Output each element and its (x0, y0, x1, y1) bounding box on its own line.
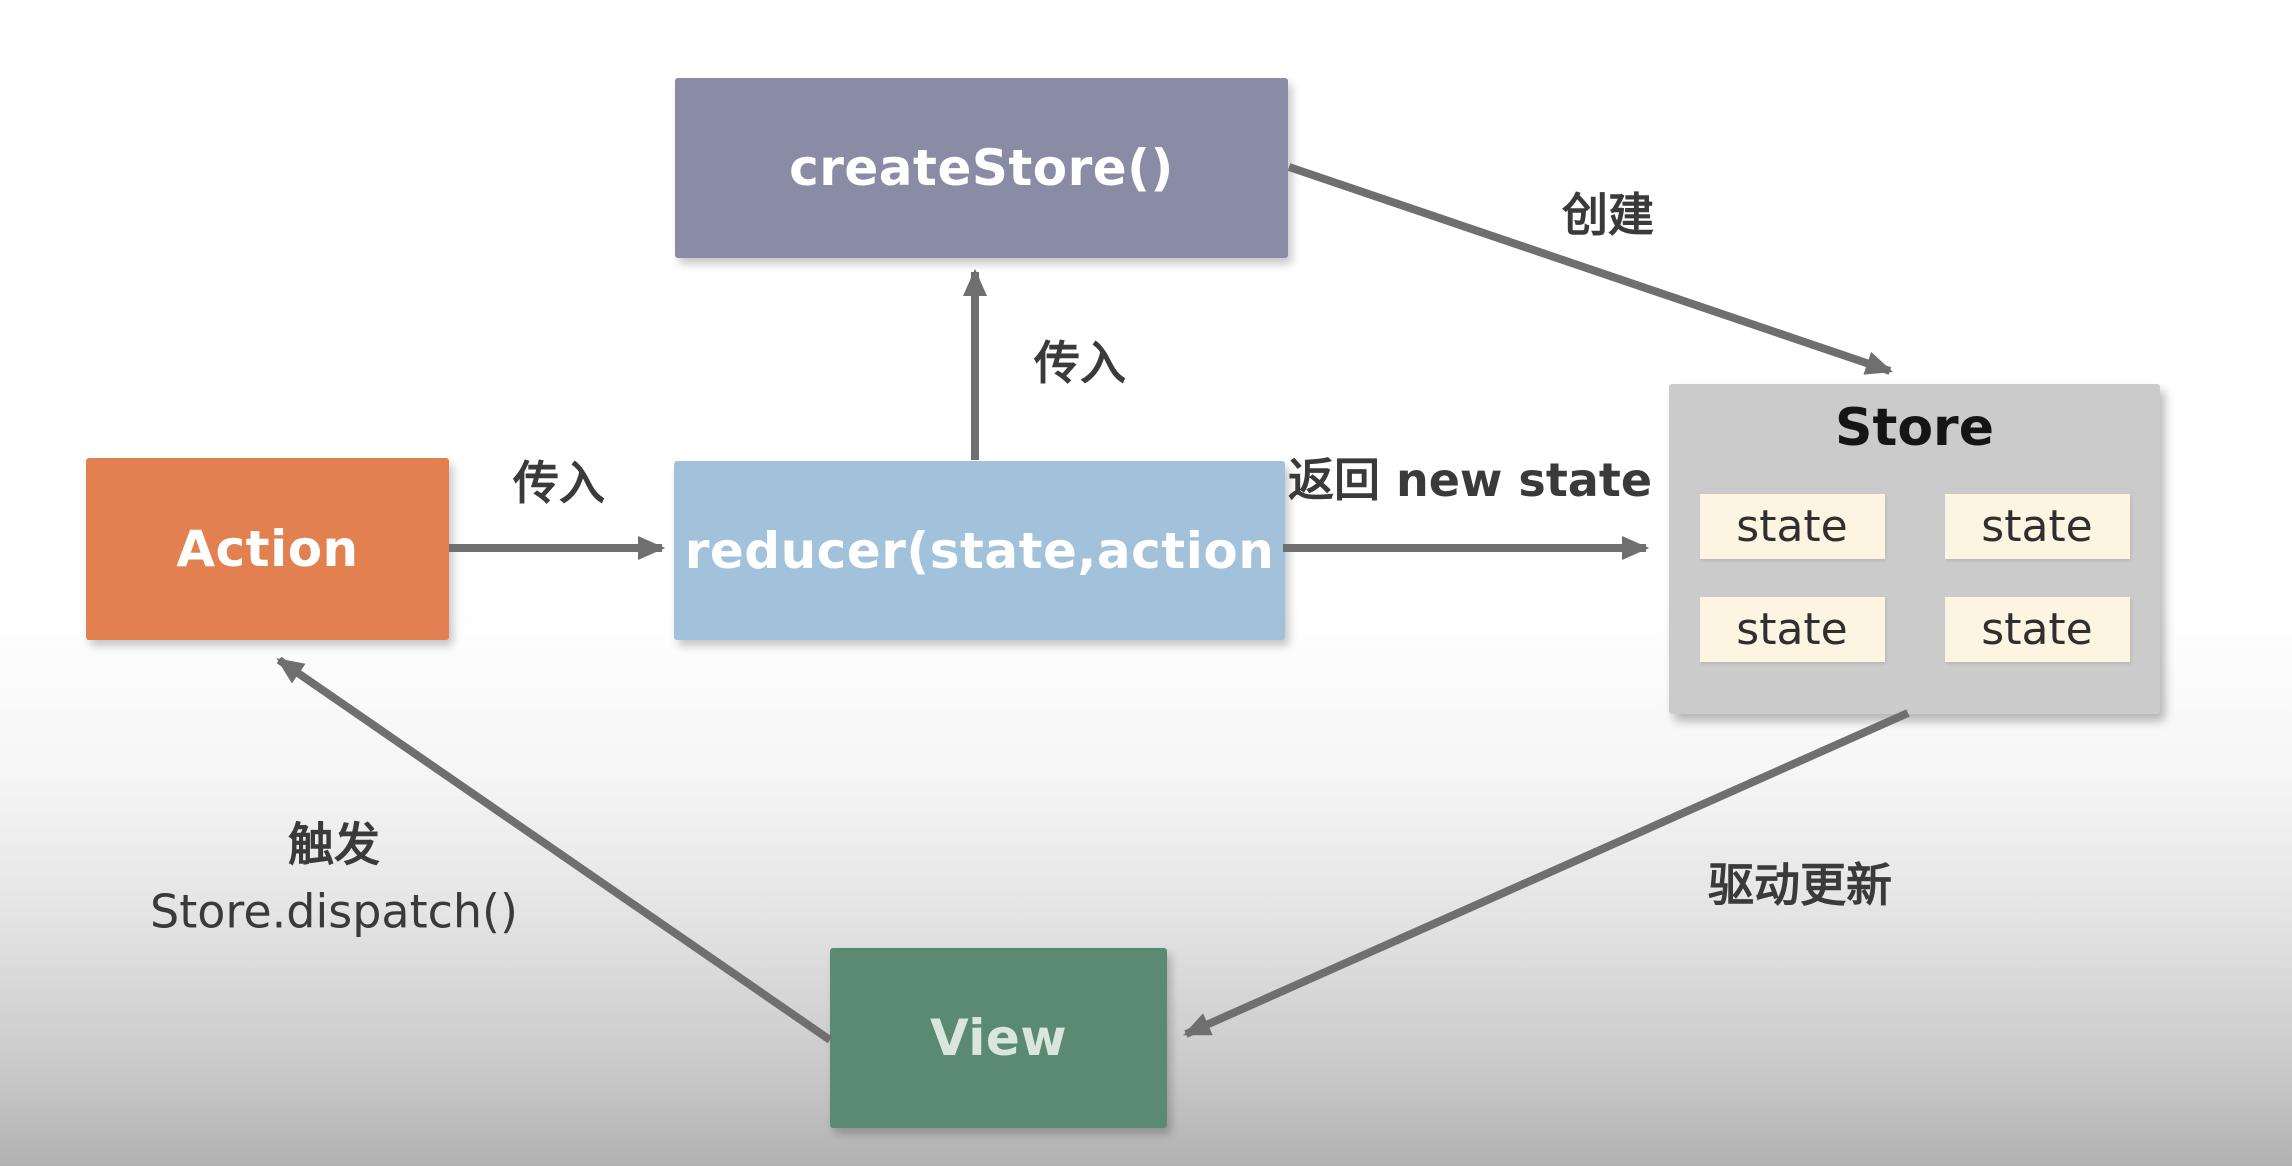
node-action-label: Action (176, 520, 359, 578)
node-view-label: View (929, 1009, 1068, 1067)
edge-label-trigger-line1: 触发 (287, 817, 380, 872)
state-chip: state (1944, 494, 2130, 559)
store-state-grid: state state state state (1699, 494, 2130, 662)
edge-label-pass-in-vertical: 传入 (1034, 336, 1126, 390)
state-chip: state (1944, 597, 2130, 662)
edge-label-return-new-state: 返回 new state (1287, 453, 1653, 507)
edge-label-drive-update: 驱动更新 (1708, 858, 1892, 912)
edge-label-trigger-dispatch: 触发 Store.dispatch() (150, 811, 518, 944)
node-reducer-label: reducer(state,action (684, 521, 1275, 580)
node-reducer: reducer(state,action (674, 461, 1285, 640)
node-action: Action (86, 458, 449, 640)
node-store: Store state state state state (1669, 384, 2160, 714)
node-create-store-label: createStore() (789, 139, 1174, 197)
state-chip: state (1699, 494, 1885, 559)
edge-label-pass-in-horizontal: 传入 (513, 456, 605, 510)
node-view: View (830, 948, 1167, 1128)
edge-label-trigger-line2: Store.dispatch() (150, 884, 518, 938)
node-store-label: Store (1835, 398, 1994, 458)
node-create-store: createStore() (675, 78, 1288, 258)
edge-label-create: 创建 (1562, 188, 1654, 242)
state-chip: state (1699, 597, 1885, 662)
